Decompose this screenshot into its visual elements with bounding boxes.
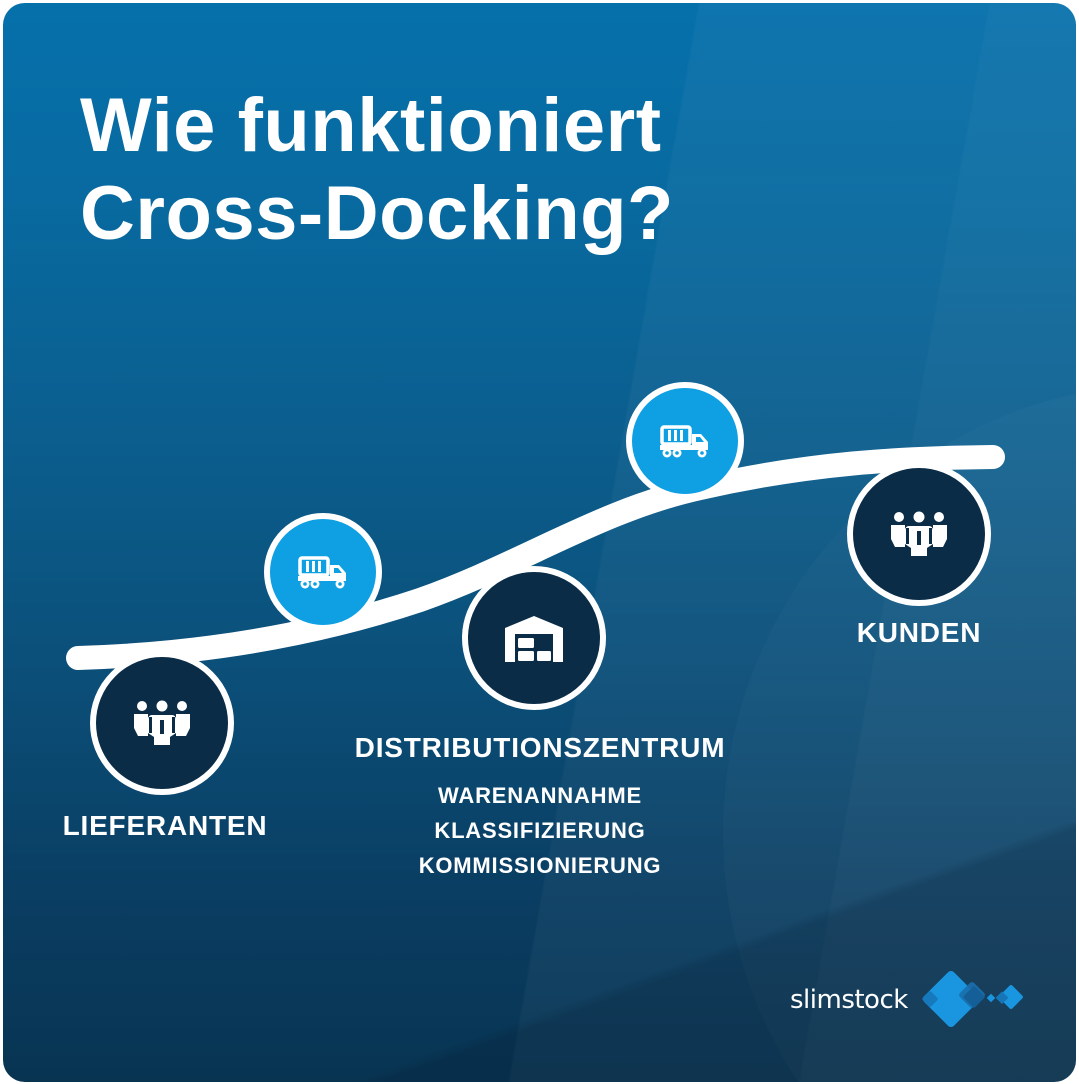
truck-1-node xyxy=(264,513,382,631)
distributionszentrum-label: DISTRIBUTIONSZENTRUM xyxy=(354,732,726,763)
truck-2-node xyxy=(626,382,744,500)
lieferanten-label: LIEFERANTEN xyxy=(62,810,268,841)
title-line-1: Wie funktioniert xyxy=(80,83,662,168)
title-line-2: Cross-Docking? xyxy=(80,171,674,256)
truck-icon xyxy=(298,556,346,589)
diamond-logo-icon xyxy=(922,970,1023,1028)
kunden-node xyxy=(847,462,991,606)
people-group-icon xyxy=(891,511,947,556)
slimstock-logo: slimstock xyxy=(790,965,1034,1035)
step-kommissionierung: KOMMISSIONIERUNG xyxy=(418,853,662,878)
logo-text: slimstock xyxy=(790,985,908,1015)
kunden-label: KUNDEN xyxy=(856,617,982,648)
page-title: Wie funktioniert Cross-Docking? xyxy=(80,82,674,258)
step-warenannahme: WARENANNAHME xyxy=(438,783,642,808)
background-facet xyxy=(3,823,1076,1082)
people-group-icon xyxy=(134,700,190,745)
warehouse-icon xyxy=(505,616,563,662)
distributionszentrum-steps: WARENANNAHME KLASSIFIZIERUNG KOMMISSIONI… xyxy=(360,778,720,883)
lieferanten-node xyxy=(90,651,234,795)
truck-icon xyxy=(660,425,708,458)
distributionszentrum-node xyxy=(462,566,606,710)
step-klassifizierung: KLASSIFIZIERUNG xyxy=(434,818,646,843)
